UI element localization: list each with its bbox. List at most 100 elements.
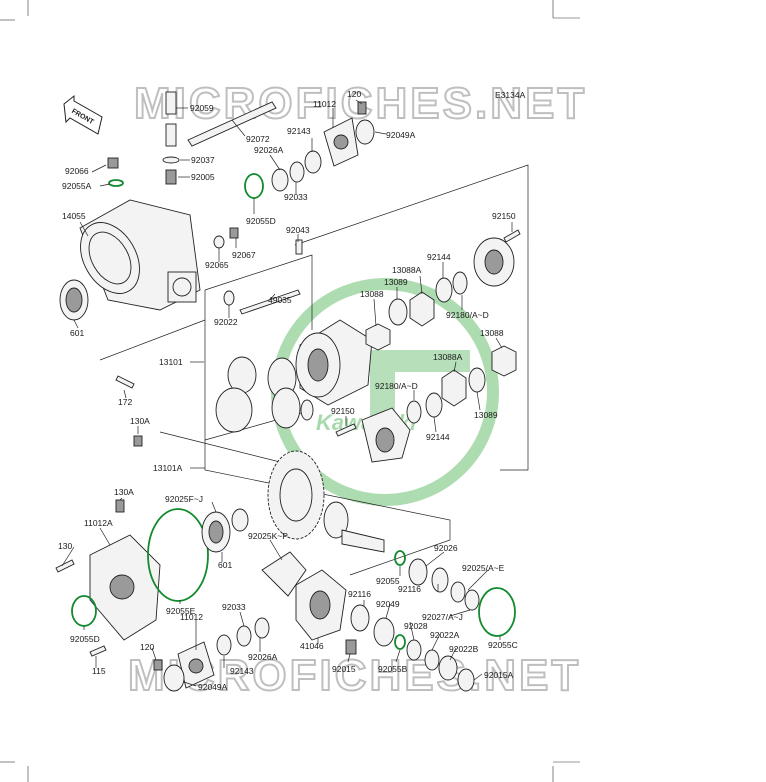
shim-92143-bot xyxy=(216,634,232,656)
label-92022: 92022 xyxy=(214,317,238,327)
bolt-120-top xyxy=(357,101,367,115)
collar-92026A-top xyxy=(271,168,289,192)
label-92150-right: 92150 xyxy=(492,211,516,221)
cover-11012A xyxy=(89,534,161,641)
label-13088A-right: 13088A xyxy=(433,352,463,362)
label-92055A: 92055A xyxy=(62,181,92,191)
label-130: 130 xyxy=(58,541,72,551)
washer-13089-top xyxy=(388,298,408,326)
shim-92025AE xyxy=(450,581,466,603)
label-92116-a: 92116 xyxy=(348,589,371,599)
label-13088-right: 13088 xyxy=(480,328,504,338)
label-92180-top: 92180/A~D xyxy=(446,310,489,320)
label-92055-right: 92055 xyxy=(376,576,400,586)
label-130A-top: 130A xyxy=(130,416,150,426)
label-13089-top: 13089 xyxy=(384,277,408,287)
bearing-601-mid xyxy=(201,511,231,553)
breather-part xyxy=(165,169,177,185)
collar-92026A-bot xyxy=(254,617,270,639)
bolt-92150-right xyxy=(503,229,521,243)
crop-marks xyxy=(0,0,580,782)
label-130A-mid: 130A xyxy=(114,487,134,497)
label-92180-mid: 92180/A~D xyxy=(375,381,418,391)
label-92150-mid: 92150 xyxy=(331,406,355,416)
leader-lines xyxy=(61,99,513,687)
label-92144-top: 92144 xyxy=(427,252,451,262)
label-13101A: 13101A xyxy=(153,463,183,473)
bolt-130A-top xyxy=(133,435,143,447)
label-92025KP: 92025K~P xyxy=(248,531,288,541)
label-92026A-bot: 92026A xyxy=(248,652,278,662)
cap-part xyxy=(107,157,119,169)
label-92143-bot: 92143 xyxy=(230,666,254,676)
seal-92049A-bot xyxy=(163,664,185,692)
label-92065: 92065 xyxy=(205,260,229,270)
collar-92026 xyxy=(408,558,428,586)
bolt-92150-mid xyxy=(335,423,357,437)
diagram-code: E3134A xyxy=(495,90,526,100)
oring-92055 xyxy=(394,550,406,566)
shim-92143-top xyxy=(304,150,322,174)
label-92025FJ: 92025F~J xyxy=(165,494,203,504)
pin-92043 xyxy=(295,239,303,255)
stud-172 xyxy=(115,375,135,389)
coupling-top xyxy=(473,237,515,287)
label-120-top: 120 xyxy=(347,89,361,99)
label-92116-b: 92116 xyxy=(398,584,421,594)
flange-11012-top xyxy=(323,117,359,167)
shim-92027AJ xyxy=(464,589,480,611)
washer-92144-mid xyxy=(425,392,443,418)
label-92055D-top: 92055D xyxy=(246,216,276,226)
label-11012-top: 11012 xyxy=(313,99,336,109)
label-92028: 92028 xyxy=(404,621,428,631)
label-13101: 13101 xyxy=(159,357,183,367)
differential-case-part xyxy=(295,319,373,406)
washer-13088-top xyxy=(365,323,391,351)
group-frames xyxy=(99,164,529,576)
bolt-130 xyxy=(55,559,75,573)
part-labels: 92059 92072 11012 120 92143 92049A 92037… xyxy=(58,89,518,692)
washer-part xyxy=(162,156,180,164)
plug-92067 xyxy=(229,227,239,239)
label-92033-bot: 92033 xyxy=(222,602,246,612)
label-92067: 92067 xyxy=(232,250,256,260)
label-92055B: 92055B xyxy=(378,664,408,674)
ring-92022A xyxy=(424,649,440,671)
label-92049: 92049 xyxy=(376,599,400,609)
label-601-mid: 601 xyxy=(218,560,232,570)
label-92066: 92066 xyxy=(65,166,89,176)
label-13088A-top: 13088A xyxy=(392,265,422,275)
label-11012A: 11012A xyxy=(84,518,113,528)
label-92033-top: 92033 xyxy=(284,192,308,202)
label-92015A: 92015A xyxy=(484,670,514,680)
label-120-bot: 120 xyxy=(140,642,154,652)
label-92049A-bot: 92049A xyxy=(198,682,228,692)
washer-92144-top xyxy=(435,277,453,303)
long-bolt-part xyxy=(187,101,277,147)
gear-case-part xyxy=(79,199,201,311)
label-92015: 92015 xyxy=(332,664,356,674)
shim-92180-mid xyxy=(406,400,422,424)
plate-13088A-right xyxy=(441,369,467,407)
nut-92015A xyxy=(457,668,475,692)
oring-92055D-top xyxy=(244,173,264,199)
label-92022A: 92022A xyxy=(430,630,460,640)
coupling-mid xyxy=(361,407,411,463)
pinion-gear-part xyxy=(323,501,385,553)
washer-92028 xyxy=(406,639,422,661)
bearing-92049 xyxy=(373,617,395,647)
bearing-housing-41046 xyxy=(295,569,347,641)
bearing-92033-bot xyxy=(236,625,252,647)
bearing-92116-b xyxy=(431,567,449,593)
label-92005: 92005 xyxy=(191,172,215,182)
label-92025AE: 92025/A~E xyxy=(462,563,505,573)
label-92143-top: 92143 xyxy=(287,126,311,136)
washer-13089-right xyxy=(468,367,486,393)
bevel-gear-set xyxy=(215,356,314,433)
ring-92022 xyxy=(223,290,235,306)
shim-92025FJ xyxy=(231,508,249,532)
label-92037: 92037 xyxy=(191,155,215,165)
label-92072: 92072 xyxy=(246,134,270,144)
washer-92065 xyxy=(213,235,225,249)
